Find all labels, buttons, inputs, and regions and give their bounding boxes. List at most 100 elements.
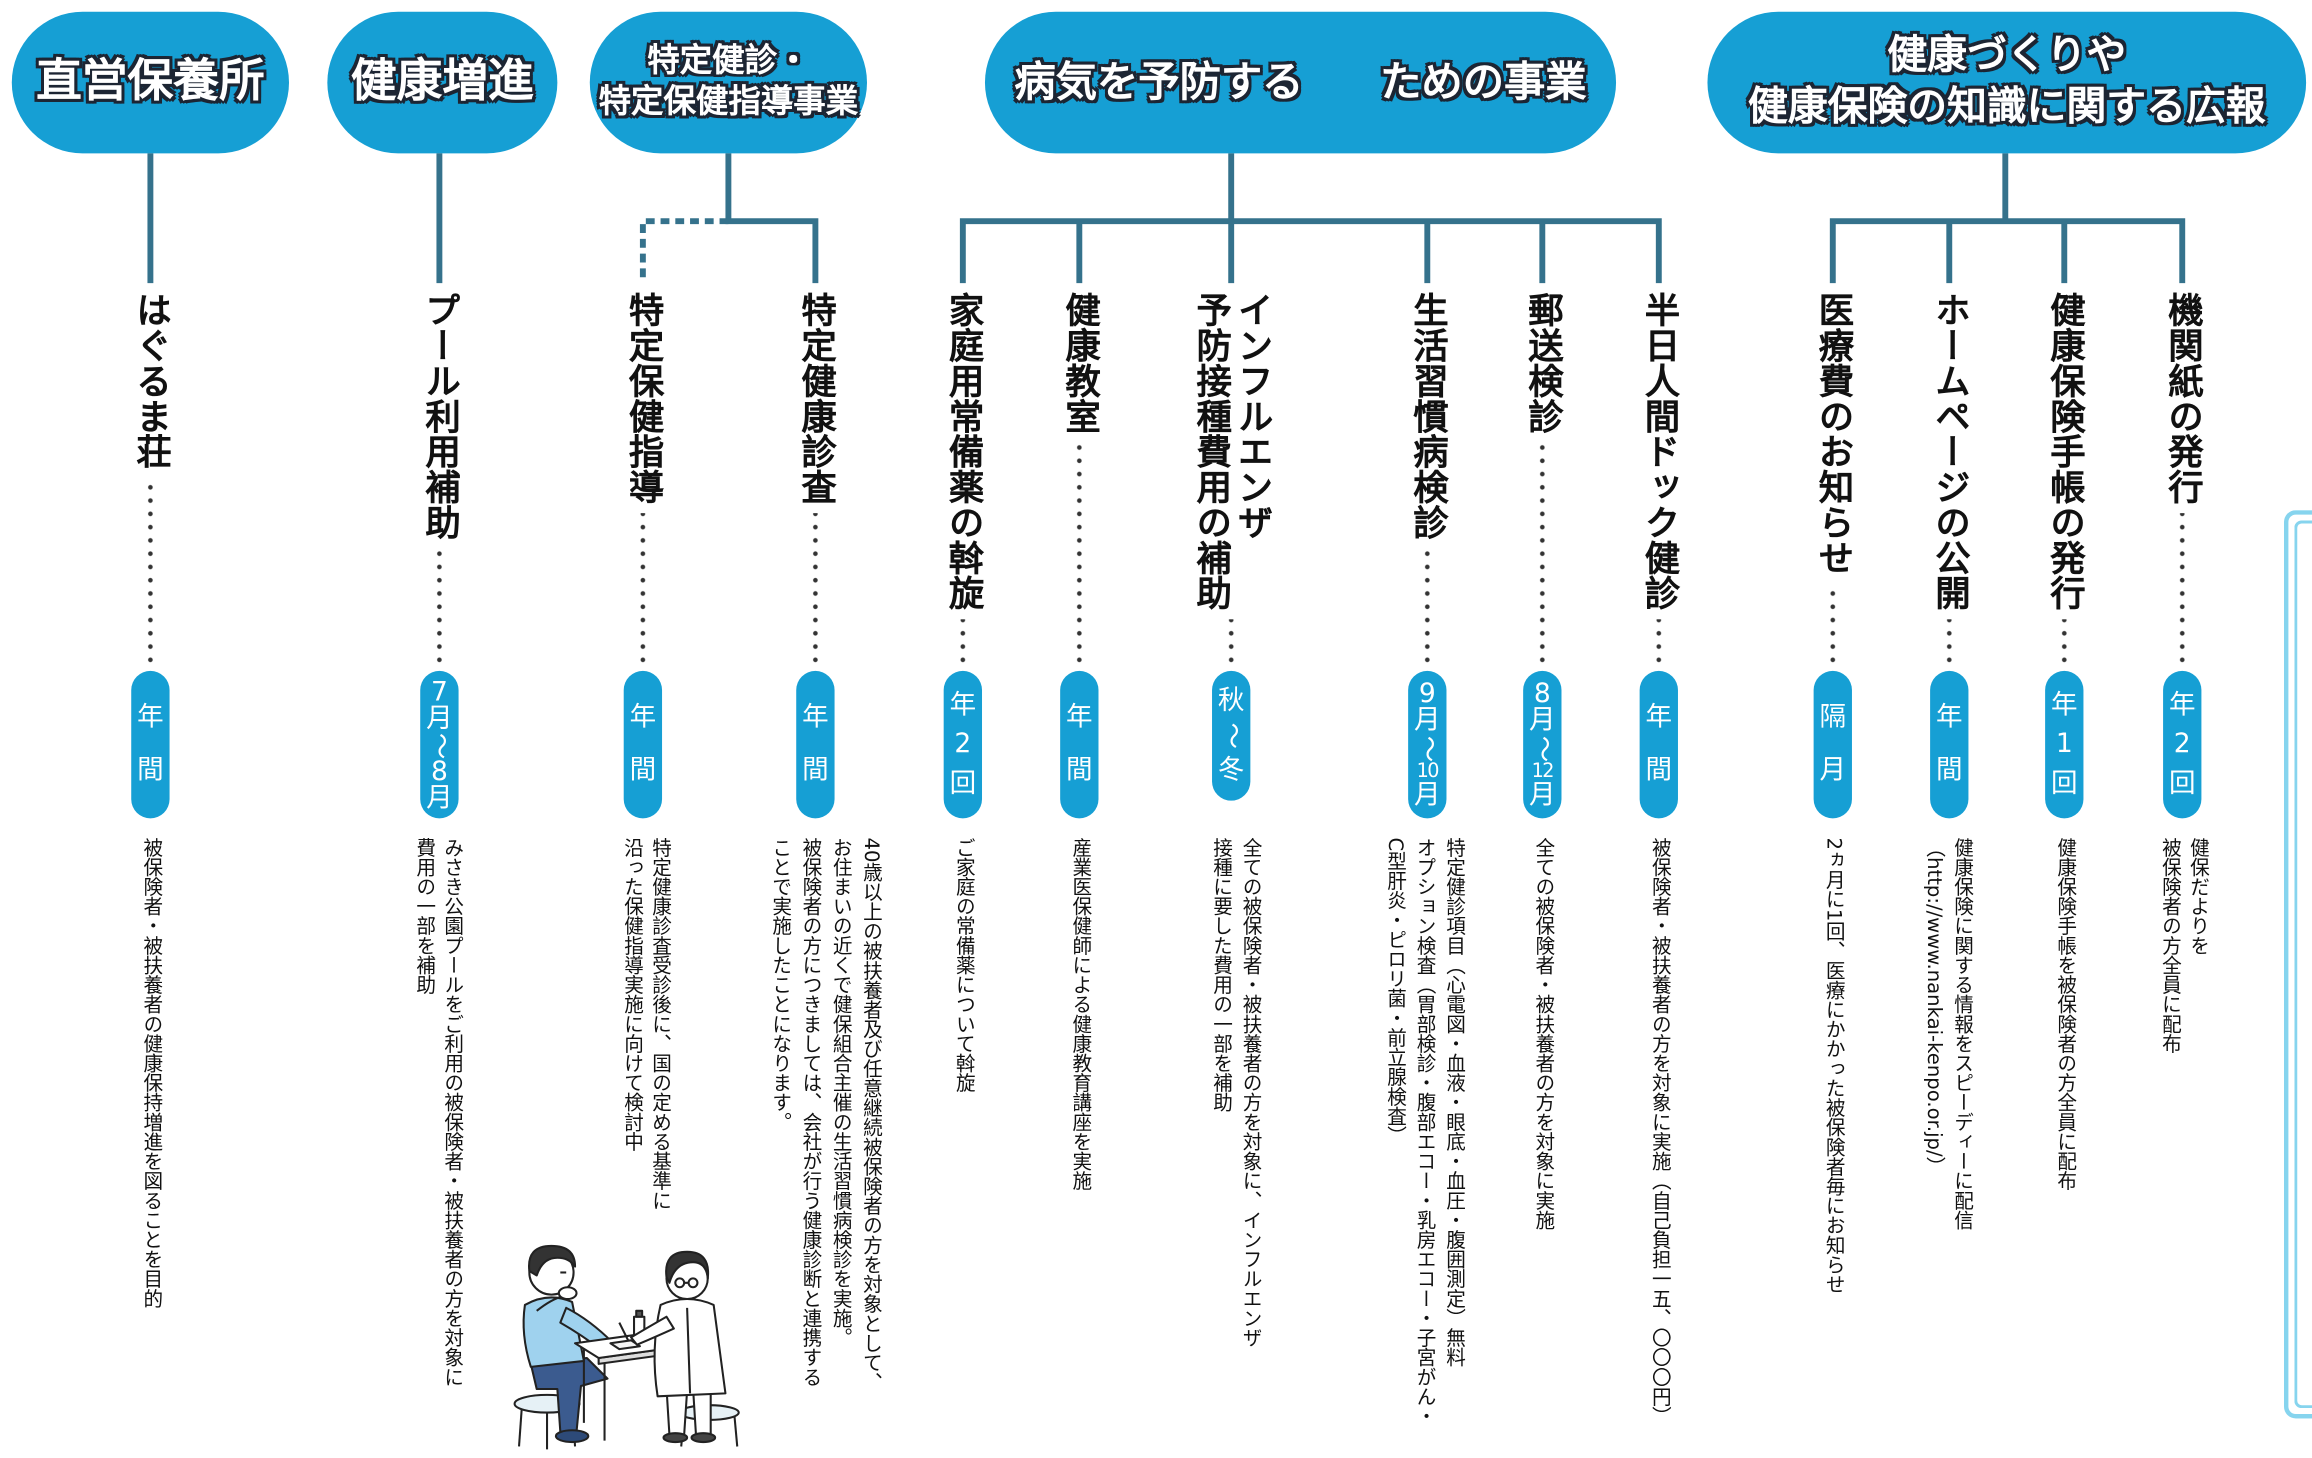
connector-publicity-bus xyxy=(1829,218,2186,284)
description-line: オプション検査（胃部検診・腹部エコー・乳房エコー・子宮がん・ xyxy=(1412,837,1435,1426)
item-column-half-day-dock: 半日人間ドック健診 xyxy=(1637,292,1681,667)
description-line: 全ての被保険者・被扶養者の方を対象に、インフルエンザ xyxy=(1238,837,1261,1348)
description-line: みさき公園プールをご利用の被保険者・被扶養者の方を対象に xyxy=(440,837,463,1387)
description-line: 費用の一部を補助 xyxy=(412,837,435,995)
period-glyph: 年 xyxy=(802,702,829,734)
period-badge: 年間 xyxy=(131,670,170,819)
patient-figure xyxy=(522,1244,615,1444)
period-glyph: 年 xyxy=(629,702,657,734)
period-glyph: 年 xyxy=(137,702,164,734)
description-line: 産業医保健師による健康教育講座を実施 xyxy=(1068,837,1091,1191)
period-glyph: 間 xyxy=(137,754,164,786)
item-column-insurance-handbook: 健康保険手帳の発行 xyxy=(2042,292,2086,667)
period-glyph: 冬 xyxy=(1217,754,1245,786)
period-glyph: 10 xyxy=(1416,760,1440,783)
dotted-leader xyxy=(1946,619,1953,667)
period-glyph: 月 xyxy=(426,782,453,814)
category-label-part-1: 病気を予防する xyxy=(1014,57,1304,107)
item-description: 全ての被保険者・被扶養者の方を対象に、インフルエンザ 接種に要した費用の一部を補… xyxy=(1205,838,1264,1348)
category-label-line-1: 健康づくりや xyxy=(1887,33,2127,79)
category-label: 直営保養所 xyxy=(36,54,265,108)
description-line: 40歳以上の被扶養者及び任意継続被保険者の方を対象として、 xyxy=(858,837,882,1392)
period-glyph: 1 xyxy=(2055,728,2073,760)
description-line: （http://www.nankai-kenpo.or.jp/） xyxy=(1921,837,1945,1177)
item-column-specific-guidance: 特定保健指導 xyxy=(621,292,665,667)
dotted-leader xyxy=(1655,619,1662,667)
description-line: 2ヵ月に1回、医療にかかった被保険者毎にお知らせ xyxy=(1821,837,1844,1294)
period-badge: 年間 xyxy=(796,670,835,819)
doctor-figure xyxy=(618,1250,727,1444)
category-pill-publicity: 健康づくりや 健康保険の知識に関する広報 xyxy=(1707,11,2307,154)
period-badge: 年 1 回 xyxy=(2045,670,2084,819)
description-line: 健保だよりを xyxy=(2185,837,2209,956)
item-title: 半日人間ドック健診 xyxy=(1638,291,1680,611)
period-glyph: 間 xyxy=(1645,754,1673,786)
item-title: インフルエンザ 予防接種費用の補助 xyxy=(1190,292,1273,610)
category-label: 健康増進 xyxy=(350,54,534,108)
period-glyph: 12 xyxy=(1531,760,1555,783)
item-description: 被保険者・被扶養者の健康保持増進を図ることを目的 xyxy=(136,838,164,1309)
period-badge: 秋〜冬 xyxy=(1212,670,1251,801)
period-glyph: 回 xyxy=(949,767,977,799)
category-label-part-2: ための事業 xyxy=(1380,57,1587,107)
item-title: 健康教室 xyxy=(1058,291,1100,434)
item-column-medical-cost-notice: 医療費のお知らせ xyxy=(1811,292,1855,667)
period-glyph: 回 xyxy=(2168,767,2196,799)
description-line: 被保険者の方全員に配布 xyxy=(2157,837,2181,1054)
item-description: 全ての被保険者・被扶養者の方を対象に実施 xyxy=(1528,838,1556,1230)
period-glyph: 月 xyxy=(1819,754,1847,786)
period-glyph: 月 xyxy=(1414,779,1441,811)
period-glyph: 間 xyxy=(1066,754,1093,786)
item-column-bulletin: 機関紙の発行 xyxy=(2160,292,2204,667)
description-line: 被保険者の方につきましては、会社が行う健康診断と連携する xyxy=(798,837,821,1387)
dotted-leader xyxy=(812,513,819,667)
period-glyph: 2 xyxy=(954,728,972,760)
item-title: 機関紙の発行 xyxy=(2161,291,2203,505)
dotted-leader xyxy=(436,548,443,667)
description-line: お住まいの近くで健保組合主催の生活習慣病検診を実施。 xyxy=(828,837,851,1348)
item-column-specific-checkup: 特定健康診査 xyxy=(793,292,837,667)
description-line: 接種に要した費用の一部を補助 xyxy=(1209,837,1232,1113)
description-line: 被保険者・被扶養者の健康保持増進を図ることを目的 xyxy=(139,837,162,1309)
dotted-leader xyxy=(1424,548,1431,667)
description-line: C型肝炎・ピロリ菌・前立腺検査） xyxy=(1383,837,1406,1146)
item-title: プール利用補助 xyxy=(418,291,461,540)
item-title: 郵送検診 xyxy=(1521,291,1563,434)
period-badge: 年間 xyxy=(1639,670,1678,819)
category-label-line-1: 特定健診・ xyxy=(647,42,810,80)
period-glyph: 年 xyxy=(2051,689,2078,721)
dotted-leader xyxy=(2061,619,2068,667)
item-description: みさき公園プールをご利用の被保険者・被扶養者の方を対象に 費用の一部を補助 xyxy=(409,838,465,1387)
item-title: はぐるま荘 xyxy=(129,291,172,469)
period-glyph: 月 xyxy=(1414,704,1441,736)
item-description: 健康保険に関する情報をスピーディーに配信 （http://www.nankai-… xyxy=(1919,838,1975,1230)
item-title: 健康保険手帳の発行 xyxy=(2043,291,2085,611)
item-column-household-medicine: 家庭用常備薬の斡旋 xyxy=(941,292,985,667)
dotted-leader xyxy=(2179,513,2186,667)
dotted-leader xyxy=(1539,442,1546,667)
period-glyph: 〜 xyxy=(1527,735,1559,762)
period-glyph: 回 xyxy=(2051,767,2078,799)
dotted-leader xyxy=(1829,583,1836,667)
period-glyph: 2 xyxy=(2173,728,2191,760)
description-line: ことで実施したことになります。 xyxy=(768,837,791,1132)
item-title-line-1: インフルエンザ xyxy=(1231,291,1273,540)
item-description: 健保だよりを 被保険者の方全員に配布 xyxy=(2155,838,2211,1054)
period-glyph: 〜 xyxy=(1216,722,1248,750)
dotted-leader xyxy=(959,619,966,667)
item-column-pool-subsidy: プール利用補助 xyxy=(417,292,461,667)
category-pill-health-promotion: 健康増進 xyxy=(327,11,558,154)
period-glyph: 8 xyxy=(430,756,448,788)
item-description: 2ヵ月に1回、医療にかかった被保険者毎にお知らせ xyxy=(1819,838,1847,1294)
period-glyph: 9 xyxy=(1418,677,1436,709)
item-title: 家庭用常備薬の斡旋 xyxy=(942,291,984,611)
category-label-line-2: 特定保健指導事業 xyxy=(598,84,859,121)
period-glyph: 月 xyxy=(426,703,453,735)
dotted-leader xyxy=(147,477,154,667)
